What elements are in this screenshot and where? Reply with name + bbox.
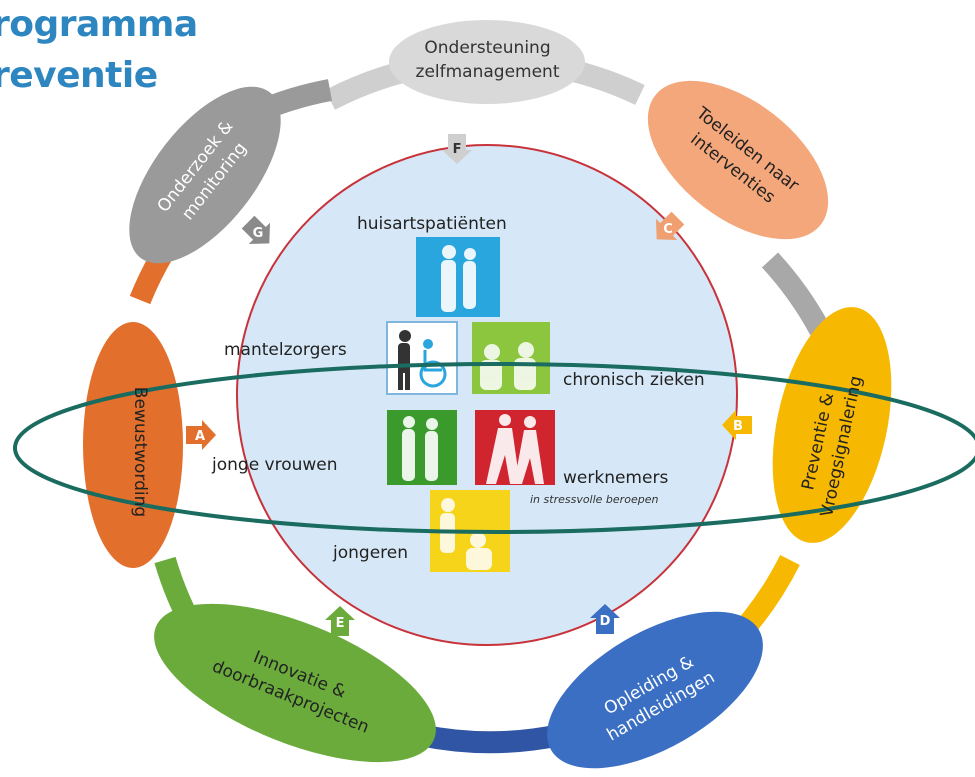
arrow-letter-e: E bbox=[336, 616, 345, 631]
label-jonge-vrouwen: jonge vrouwen bbox=[212, 455, 338, 475]
arrow-b-icon: B bbox=[722, 410, 752, 440]
page-title-line1: rogramma bbox=[0, 4, 198, 45]
arrow-e-icon: E bbox=[325, 606, 355, 636]
arrow-letter-c: C bbox=[663, 222, 673, 237]
arrow-letter-a: A bbox=[195, 429, 205, 444]
arrow-g-icon: G bbox=[241, 215, 271, 245]
phase-ellipses bbox=[83, 20, 892, 769]
tile-jonge-vrouwen bbox=[387, 410, 457, 485]
label-jongeren: jongeren bbox=[333, 543, 408, 563]
arrow-letter-d: D bbox=[600, 614, 611, 629]
phase-ellipse-e bbox=[154, 603, 436, 763]
arrow-a-icon: A bbox=[186, 420, 216, 450]
phase-ellipse-c bbox=[647, 80, 829, 240]
highlight-ellipse bbox=[13, 362, 975, 534]
tile-huisartspatienten bbox=[416, 237, 500, 317]
tile-chronisch-zieken bbox=[472, 322, 550, 394]
phase-ellipse-g bbox=[129, 86, 281, 264]
arrow-c-icon: C bbox=[655, 211, 685, 241]
phase-ellipse-f bbox=[389, 20, 585, 104]
tile-werknemers bbox=[475, 410, 555, 485]
inner-circle bbox=[236, 144, 738, 646]
phase-ellipse-d bbox=[547, 611, 763, 769]
label-chronisch-zieken: chronisch zieken bbox=[563, 370, 705, 390]
arrow-f-icon: F bbox=[442, 134, 472, 164]
tile-mantelzorgers bbox=[386, 321, 458, 395]
phase-ellipse-b bbox=[772, 307, 892, 543]
label-mantelzorgers: mantelzorgers bbox=[224, 340, 347, 360]
arrow-letter-f: F bbox=[453, 142, 462, 157]
label-werknemers: werknemers bbox=[563, 468, 669, 488]
phase-arrows: F C B D E A G bbox=[186, 134, 752, 636]
ring-segment-right-upper bbox=[761, 252, 830, 336]
ring-segment-bottom bbox=[417, 724, 563, 754]
arrow-d-icon: D bbox=[590, 604, 620, 634]
phase-label-bewustwording: Bewustwording bbox=[130, 386, 150, 518]
label-huisartspatienten: huisartspatiënten bbox=[357, 214, 507, 234]
arrow-letter-b: B bbox=[733, 419, 743, 434]
arrow-letter-g: G bbox=[253, 226, 264, 241]
label-werknemers-sub: in stressvolle beroepen bbox=[530, 493, 659, 506]
page-title-line2: reventie bbox=[0, 55, 158, 96]
